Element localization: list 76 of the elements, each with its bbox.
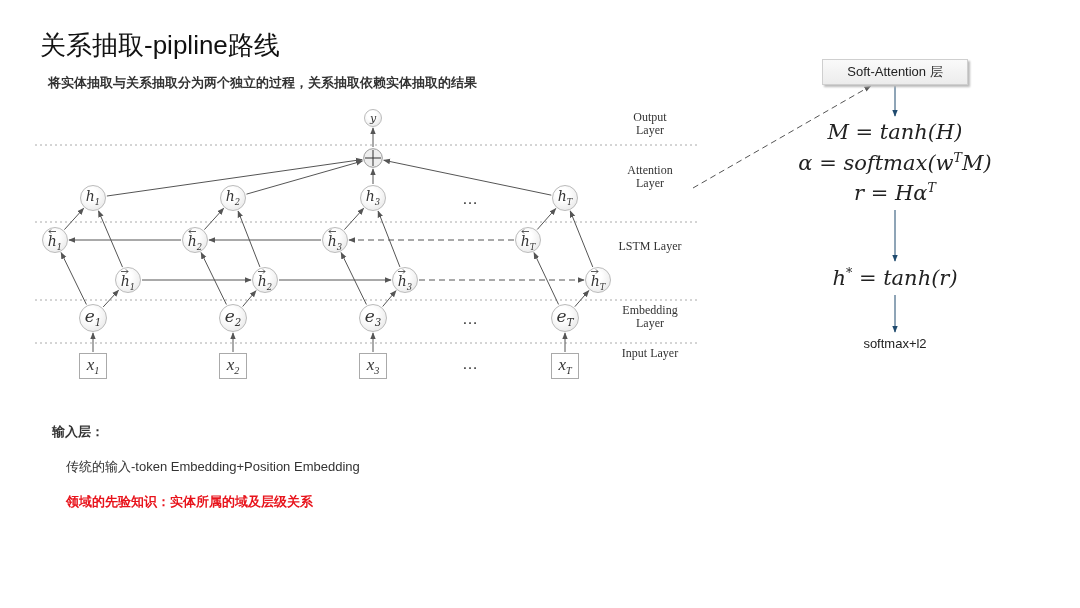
- neuron-circle: e$_{3}$: [359, 304, 387, 332]
- arrow: [242, 290, 257, 308]
- arrow: [569, 210, 594, 268]
- arrow: [63, 207, 85, 231]
- input-box: x$_{T}$: [551, 353, 579, 379]
- arrow: [102, 289, 119, 308]
- formula: α = softmax(w$^{T}$M): [798, 148, 992, 177]
- arrow: [892, 85, 898, 117]
- arrow: [203, 207, 225, 231]
- output-text: softmax+l2: [840, 333, 950, 353]
- ellipsis: …: [462, 310, 478, 328]
- ellipsis: …: [462, 355, 478, 373]
- arrow: [892, 294, 898, 333]
- arrow: [200, 251, 227, 305]
- arrow: [340, 251, 367, 305]
- arrow: [230, 332, 236, 353]
- arrow: [237, 210, 261, 268]
- arrow: [370, 332, 376, 353]
- arrow: [278, 277, 392, 283]
- input-box: x$_{3}$: [359, 353, 387, 379]
- neuron-circle: h$_{2}$: [252, 267, 278, 293]
- layer-label: Input Layer: [620, 347, 680, 361]
- arrow: [574, 290, 590, 308]
- neuron-circle: e$_{1}$: [79, 304, 107, 332]
- section-heading: 输入层：: [52, 423, 104, 441]
- neuron-circle: h$_{2}$: [220, 185, 246, 211]
- arrow: [382, 290, 397, 308]
- arrow: [90, 332, 96, 353]
- neuron-circle: h$_{T}$: [585, 267, 611, 293]
- arrow: [536, 208, 557, 230]
- arrow: [377, 210, 401, 268]
- arrow: [562, 332, 568, 353]
- arrow: [533, 252, 560, 305]
- neuron-circle: h$_{1}$: [80, 185, 106, 211]
- sum-node: [363, 148, 383, 168]
- arrow: [68, 237, 182, 243]
- arrow: [383, 158, 552, 196]
- title: 关系抽取-pipline路线: [40, 29, 280, 62]
- ellipsis: …: [462, 190, 478, 208]
- subtitle: 将实体抽取与关系抽取分为两个独立的过程，关系抽取依赖实体抽取的结果: [48, 74, 477, 92]
- arrow: [370, 127, 376, 148]
- neuron-circle: h$_{T}$: [515, 227, 541, 253]
- arrow: [892, 209, 898, 262]
- neuron-circle: h$_{3}$: [392, 267, 418, 293]
- formula: h$^{*}$ = tanh(r): [832, 263, 958, 292]
- formula: M = tanh(H): [827, 119, 963, 147]
- arrow: [692, 85, 872, 189]
- formula: r = Hα$^{T}$: [854, 179, 936, 208]
- layer-label: Embedding Layer: [621, 304, 679, 331]
- neuron-circle: e$_{T}$: [551, 304, 579, 332]
- layer-label: Output Layer: [632, 111, 668, 138]
- layer-box: Soft-Attention 层: [822, 59, 968, 85]
- arrow: [60, 251, 87, 305]
- arrow: [98, 210, 123, 268]
- note-text: 领域的先验知识：实体所属的域及层级关系: [66, 493, 313, 511]
- neuron-circle: e$_{2}$: [219, 304, 247, 332]
- neuron-circle: h$_{1}$: [42, 227, 68, 253]
- arrow: [418, 277, 585, 283]
- arrow: [343, 207, 365, 231]
- arrow: [245, 160, 364, 195]
- neuron-circle: h$_{T}$: [552, 185, 578, 211]
- layer-label: Attention Layer: [626, 164, 674, 191]
- neuron-circle: h$_{1}$: [115, 267, 141, 293]
- body-text: 传统的输入-token Embedding+Position Embedding: [66, 458, 360, 476]
- layer-label: LSTM Layer: [618, 240, 682, 254]
- neuron-circle: h$_{2}$: [182, 227, 208, 253]
- input-box: x$_{2}$: [219, 353, 247, 379]
- neuron-circle: h$_{3}$: [322, 227, 348, 253]
- arrow: [141, 277, 252, 283]
- input-box: x$_{1}$: [79, 353, 107, 379]
- neuron-circle: h$_{3}$: [360, 185, 386, 211]
- arrow: [106, 157, 363, 197]
- neuron-circle: y: [364, 109, 382, 127]
- arrow: [348, 237, 515, 243]
- arrow: [370, 168, 376, 185]
- arrow: [208, 237, 322, 243]
